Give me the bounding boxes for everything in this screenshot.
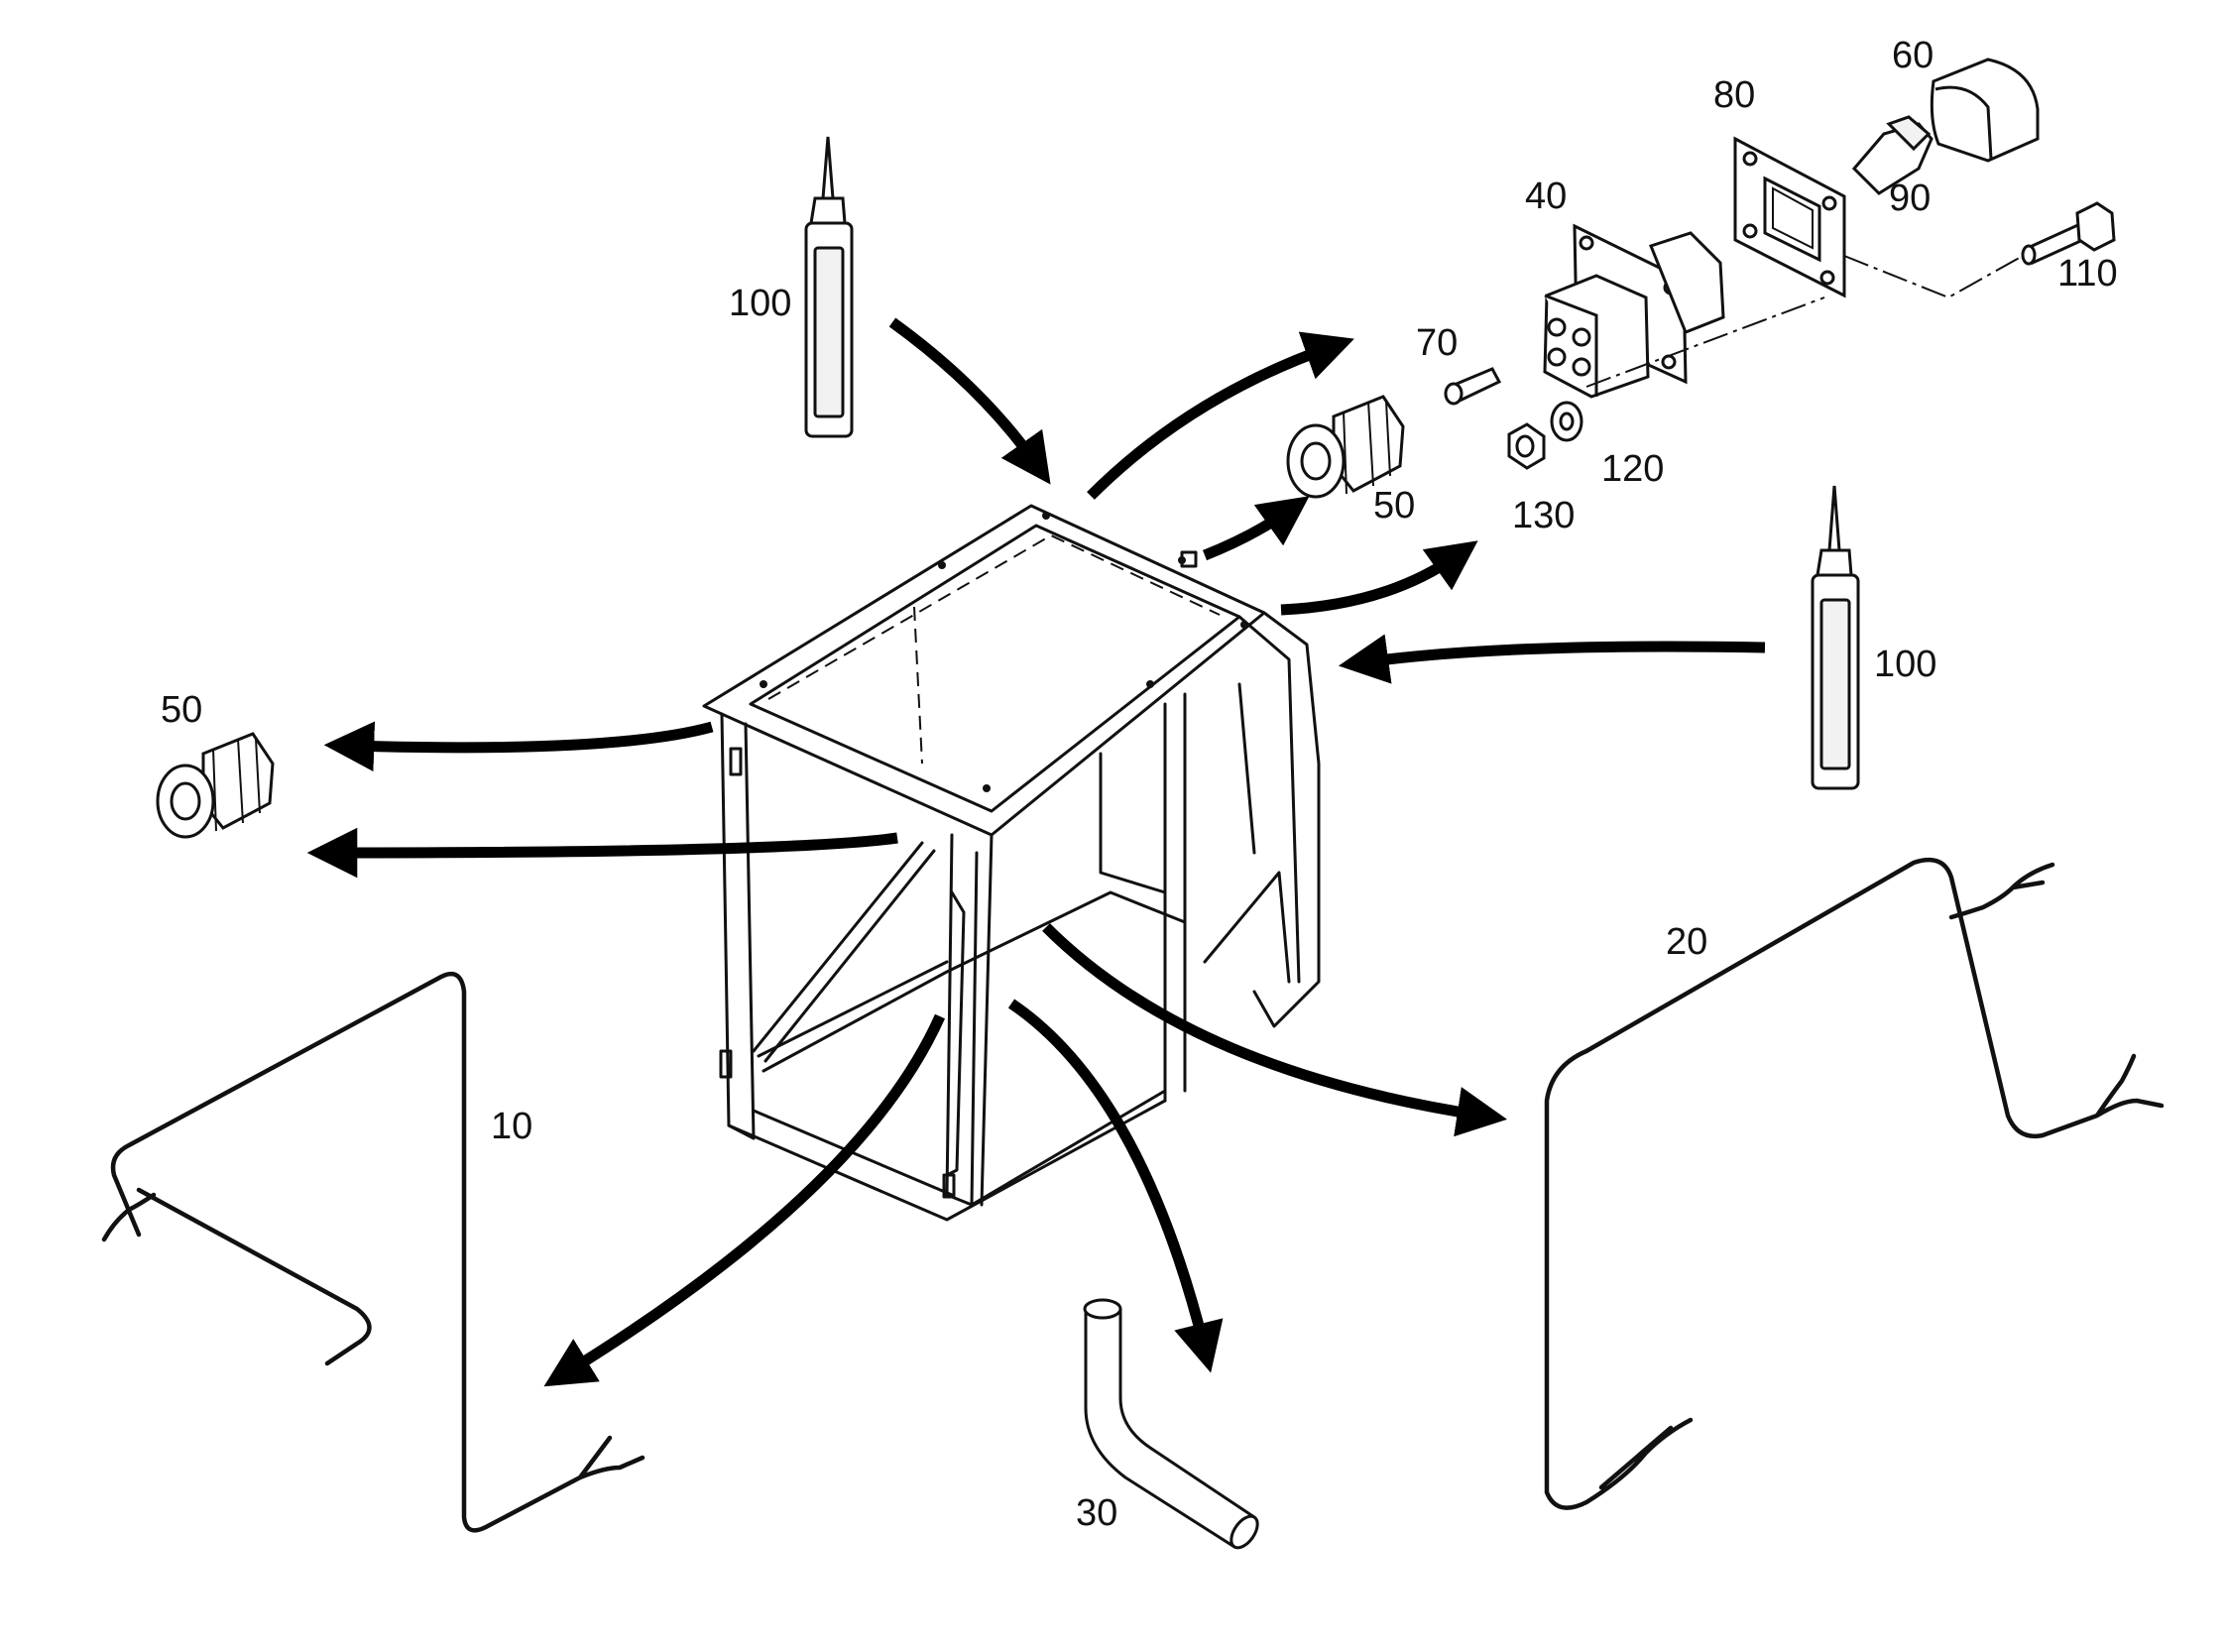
sealant-tube-100-right (1811, 485, 1860, 790)
washer-120 (1550, 401, 1583, 442)
label-part-80: 80 (1713, 74, 1755, 116)
arrow-cab-to-harness-20 (1042, 923, 1508, 1137)
label-part-130: 130 (1512, 495, 1575, 536)
arrow-cab-to-gland-upper (323, 721, 714, 772)
label-part-20: 20 (1666, 921, 1707, 963)
wiring-harness-10 (101, 971, 645, 1533)
label-part-50-left: 50 (161, 689, 202, 731)
label-part-90: 90 (1889, 177, 1931, 219)
arrow-roof-to-gland (1202, 496, 1310, 561)
label-part-30: 30 (1076, 1492, 1117, 1534)
label-part-110: 110 (2057, 253, 2118, 295)
cover-60 (1930, 58, 2040, 163)
connector-40 (1543, 223, 1725, 399)
label-part-40: 40 (1525, 176, 1567, 217)
gasket-80 (1733, 136, 1846, 298)
nut-130 (1507, 422, 1546, 470)
label-part-10: 10 (491, 1106, 532, 1147)
arrow-cab-to-harness-10 (543, 1013, 946, 1387)
wiring-harness-20 (1544, 857, 2165, 1510)
secondary-lock-90 (1851, 115, 1933, 195)
pin-70 (1444, 367, 1502, 406)
arrow-roof-to-connector-2 (1280, 540, 1478, 616)
assembly-arrows (306, 317, 1766, 1387)
hose-30 (1083, 1298, 1259, 1550)
label-part-50-right: 50 (1373, 485, 1415, 527)
cable-gland-50-left (156, 732, 275, 839)
arrow-cab-to-gland-lower (306, 827, 898, 879)
cable-gland-50-right (1286, 395, 1405, 499)
cab-frame (702, 504, 1321, 1222)
label-part-120: 120 (1601, 448, 1664, 490)
label-part-60: 60 (1892, 35, 1933, 76)
arrow-tube-right-to-cab (1338, 634, 1766, 684)
label-part-70: 70 (1416, 322, 1458, 364)
sealant-tube-100-left (804, 136, 854, 438)
bolt-110 (2021, 201, 2116, 266)
label-part-100-left: 100 (729, 283, 791, 324)
label-part-100-right: 100 (1874, 644, 1936, 685)
arrow-cab-to-hose-30 (1007, 999, 1224, 1373)
arrow-roof-to-connector (1087, 331, 1354, 500)
arrow-tube-to-roof (888, 317, 1051, 485)
